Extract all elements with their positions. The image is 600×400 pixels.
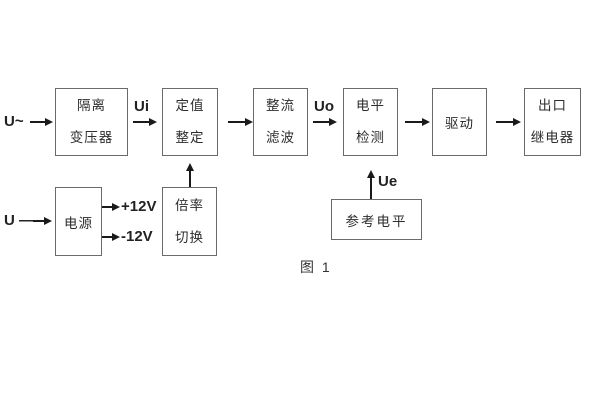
- block-ratio-switch-line2: 切换: [175, 229, 204, 245]
- block-isolation-transformer: 隔离 变压器: [55, 88, 128, 156]
- arrow-ui-icon: [133, 121, 149, 123]
- block-setting-adjust: 定值 整定: [162, 88, 218, 156]
- block-drive: 驱动: [432, 88, 487, 156]
- arrow-ac-input-icon: [30, 121, 45, 123]
- block-rectify-filter-line1: 整流: [266, 98, 295, 113]
- block-drive-label: 驱动: [445, 116, 474, 131]
- arrow-ratio-to-setting-icon: [189, 170, 191, 187]
- block-reference-level-label: 参考电平: [345, 213, 408, 229]
- label-signal-ui: Ui: [134, 98, 149, 115]
- block-level-detect-line2: 检测: [356, 130, 385, 145]
- block-setting-adjust-line1: 定值: [175, 98, 205, 113]
- arrow-ue-icon: [370, 177, 372, 199]
- block-reference-level: 参考电平: [331, 199, 422, 240]
- arrow-rail-pos-icon: [102, 206, 112, 208]
- arrow-uo-icon: [313, 121, 329, 123]
- block-level-detect-line1: 电平: [356, 98, 385, 113]
- label-rail-pos: +12V: [121, 198, 157, 215]
- label-rail-neg: -12V: [121, 228, 153, 245]
- arrow-rail-neg-icon: [102, 236, 112, 238]
- block-power-supply: 电源: [55, 187, 102, 256]
- arrow-dc-input-icon: [33, 220, 44, 222]
- block-isolation-transformer-line2: 变压器: [69, 130, 114, 145]
- arrow-detect-to-drive-icon: [405, 121, 422, 123]
- block-rectify-filter-line2: 滤波: [266, 130, 295, 145]
- arrow-setting-to-rectifier-icon: [228, 121, 245, 123]
- block-output-relay: 出口 继电器: [524, 88, 581, 156]
- block-setting-adjust-line2: 整定: [175, 130, 205, 145]
- block-ratio-switch: 倍率 切换: [162, 187, 217, 256]
- arrow-drive-to-relay-icon: [496, 121, 513, 123]
- label-signal-ue: Ue: [378, 173, 398, 190]
- label-input-dc: U —: [4, 212, 34, 229]
- block-power-supply-label: 电源: [64, 215, 93, 231]
- block-output-relay-line2: 继电器: [530, 130, 575, 145]
- block-rectify-filter: 整流 滤波: [253, 88, 308, 156]
- label-signal-uo: Uo: [314, 98, 334, 115]
- figure-caption: 图 1: [300, 259, 332, 275]
- block-level-detect: 电平 检测: [343, 88, 398, 156]
- block-ratio-switch-line1: 倍率: [175, 197, 204, 213]
- block-isolation-transformer-line1: 隔离: [77, 98, 106, 113]
- label-input-ac: U~: [4, 113, 24, 130]
- block-output-relay-line1: 出口: [538, 98, 567, 113]
